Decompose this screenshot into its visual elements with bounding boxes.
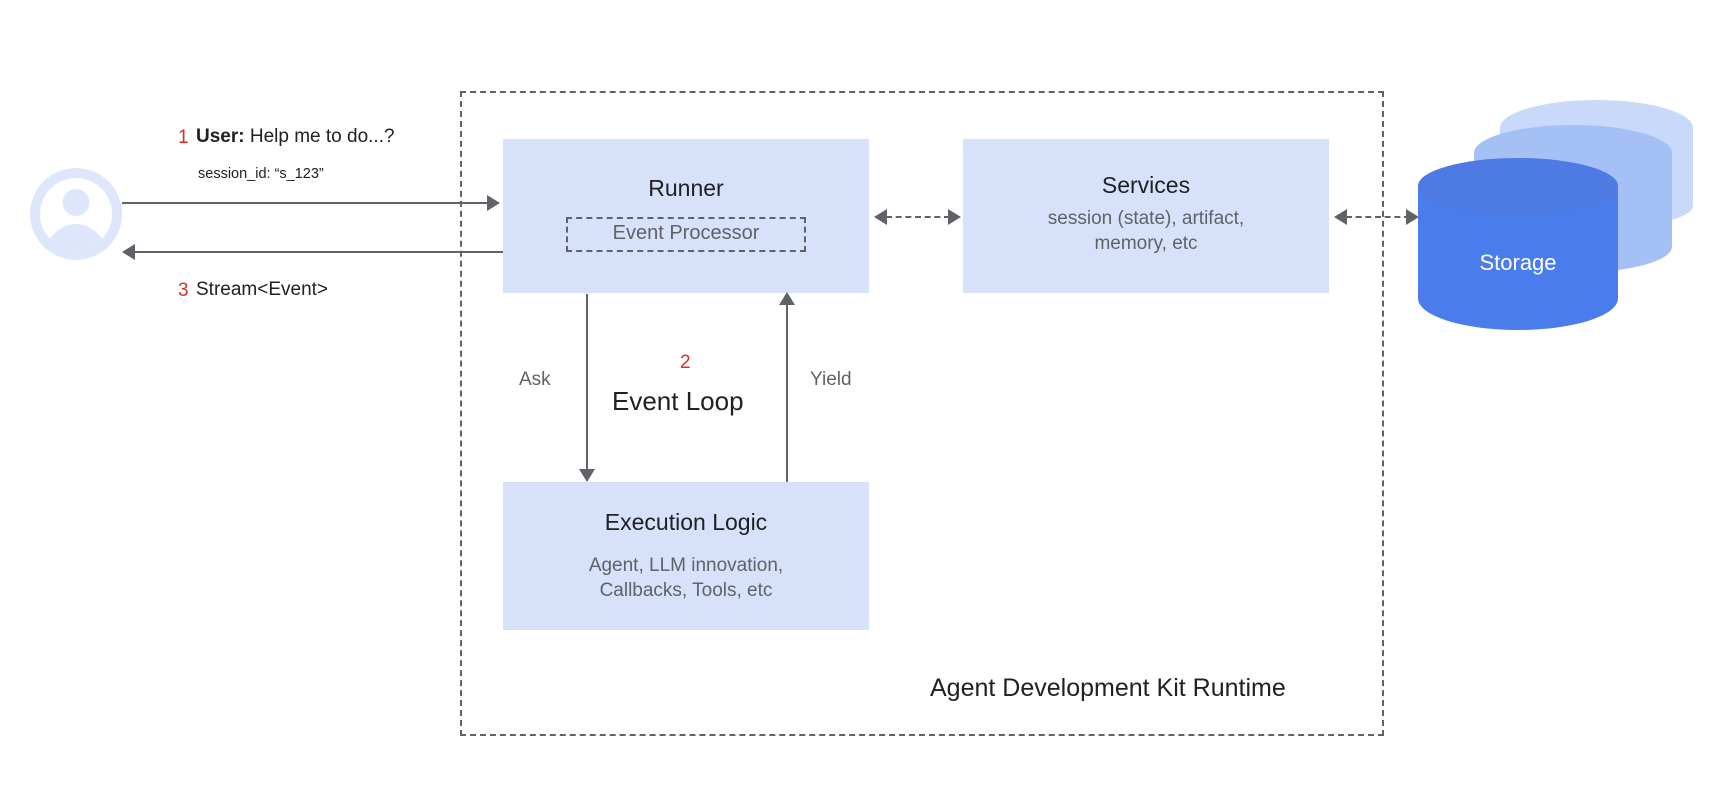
execution-logic-box[interactable]: Execution Logic Agent, LLM innovation, C… [503, 482, 869, 630]
step-1-number: 1 [178, 127, 189, 148]
cylinder-front-top [1418, 158, 1618, 214]
avatar-ring [40, 178, 112, 250]
storage-database-icon[interactable]: Storage [1418, 100, 1693, 330]
ask-arrow-head [579, 469, 595, 482]
step-2-number: 2 [680, 352, 691, 373]
response-arrow-line [135, 251, 503, 253]
adk-runtime-label: Agent Development Kit Runtime [930, 674, 1286, 702]
services-storage-arrow-left [1334, 209, 1347, 225]
storage-cylinder-front: Storage [1418, 158, 1618, 330]
user-avatar-icon [30, 168, 122, 260]
runner-services-arrow-right [948, 209, 961, 225]
runner-services-arrow-left [874, 209, 887, 225]
runner-services-dashed-line [886, 216, 950, 218]
step-3-number: 3 [178, 280, 189, 301]
ask-label: Ask [519, 369, 551, 390]
event-processor-box[interactable]: Event Processor [566, 216, 806, 252]
yield-arrow-head [779, 292, 795, 305]
response-arrow-head [122, 244, 135, 260]
request-arrow-head [487, 195, 500, 211]
services-subtitle: session (state), artifact, memory, etc [1047, 207, 1245, 255]
services-storage-arrow-right [1406, 209, 1419, 225]
user-request-label: User: Help me to do...? [196, 126, 395, 148]
session-id-label: session_id: “s_123” [198, 166, 324, 182]
storage-label: Storage [1479, 250, 1557, 275]
stream-event-label: Stream<Event> [196, 279, 329, 300]
event-loop-title: Event Loop [612, 386, 744, 416]
adk-runtime-container [460, 91, 1384, 736]
user-request-text: Help me to do...? [249, 126, 395, 147]
avatar-head [62, 189, 90, 216]
runner-title: Runner [648, 175, 724, 202]
runner-box[interactable]: Runner Event Processor [503, 139, 869, 293]
services-storage-dashed-line [1346, 216, 1410, 218]
yield-arrow-line [786, 303, 788, 483]
services-title: Services [1101, 171, 1191, 198]
request-arrow-line [122, 202, 487, 204]
user-request-prefix: User: [196, 126, 245, 147]
ask-arrow-line [586, 294, 588, 470]
execution-logic-title: Execution Logic [604, 508, 768, 535]
services-box[interactable]: Services session (state), artifact, memo… [963, 139, 1329, 293]
execution-logic-subtitle: Agent, LLM innovation, Callbacks, Tools,… [588, 554, 784, 602]
avatar-body [42, 224, 110, 250]
yield-label: Yield [810, 369, 852, 390]
